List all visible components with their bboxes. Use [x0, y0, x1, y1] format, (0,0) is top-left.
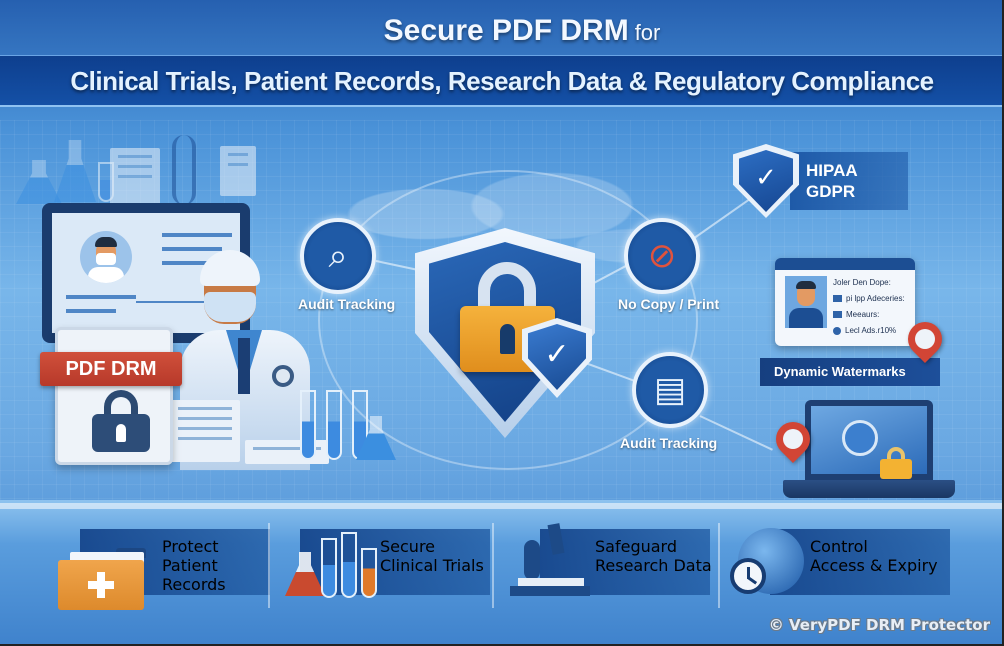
document-icon — [220, 146, 256, 196]
id-card-line: Meeaurs: — [833, 310, 879, 319]
compliance-hipaa: HIPAA — [806, 161, 858, 180]
feature-label-research-data: Safeguard Research Data — [595, 537, 712, 575]
divider — [718, 523, 720, 608]
info-icon — [833, 326, 841, 335]
subtitle-band — [0, 55, 1002, 107]
dna-icon — [172, 135, 196, 205]
compliance-band — [790, 152, 908, 210]
mail-icon — [833, 295, 842, 303]
document-icon — [110, 148, 160, 208]
test-tubes-icon — [290, 380, 400, 460]
feature-label-clinical-trials: Secure Clinical Trials — [380, 537, 484, 575]
clock-icon — [730, 558, 766, 594]
printer-document-icon: ▤ — [632, 352, 708, 428]
padlock-icon — [880, 447, 912, 479]
test-tubes-icon — [285, 522, 377, 598]
patient-avatar — [80, 231, 132, 283]
strip-highlight — [0, 503, 1002, 509]
watermark-band — [760, 358, 940, 386]
chat-icon — [833, 311, 842, 319]
divider — [268, 523, 270, 608]
headline-title-suffix: for — [634, 20, 661, 45]
medical-folder-icon — [58, 548, 146, 610]
id-photo-avatar — [785, 276, 827, 328]
padlock-icon — [92, 390, 150, 452]
network-orbit-ring — [318, 170, 698, 470]
compliance-gdpr: GDPR — [806, 182, 856, 201]
divider — [492, 523, 494, 608]
feature-label-patient-records: Protect Patient Records — [162, 537, 226, 594]
document-icon — [170, 400, 240, 462]
copyright-watermark: © VeryPDF DRM Protector — [768, 616, 990, 634]
compliance-labels: HIPAA GDPR — [806, 160, 858, 202]
feature-label-access-expiry: Control Access & Expiry — [810, 537, 938, 575]
laptop-keyboard — [783, 480, 955, 498]
microscope-icon — [510, 520, 590, 598]
heartbeat-line-icon — [136, 283, 216, 303]
globe-icon — [842, 420, 878, 456]
dynamic-watermarks-label: Dynamic Watermarks — [774, 364, 906, 379]
id-card-line: pi lpp Adeceries: — [833, 294, 905, 303]
headline-title-text: Secure PDF DRM — [383, 14, 629, 47]
feature-label-audit-tracking: Audit Tracking — [298, 296, 396, 312]
id-card-line: Joler Den Dope: — [833, 278, 891, 287]
pdf-drm-badge: PDF DRM — [40, 352, 182, 386]
no-copy-print-icon: ⊘ — [624, 218, 700, 294]
id-card-line: Lecl Ads.r10% — [833, 326, 896, 335]
feature-label-no-copy-print: No Copy / Print — [618, 296, 720, 312]
feature-label-audit-tracking-2: Audit Tracking — [620, 435, 718, 451]
stethoscope-icon — [272, 365, 294, 387]
fingerprint-search-icon: ⌕ — [300, 218, 376, 294]
headline-subtitle: Clinical Trials, Patient Records, Resear… — [70, 66, 934, 96]
id-card: Joler Den Dope: pi lpp Adeceries: Meeaur… — [775, 258, 915, 346]
